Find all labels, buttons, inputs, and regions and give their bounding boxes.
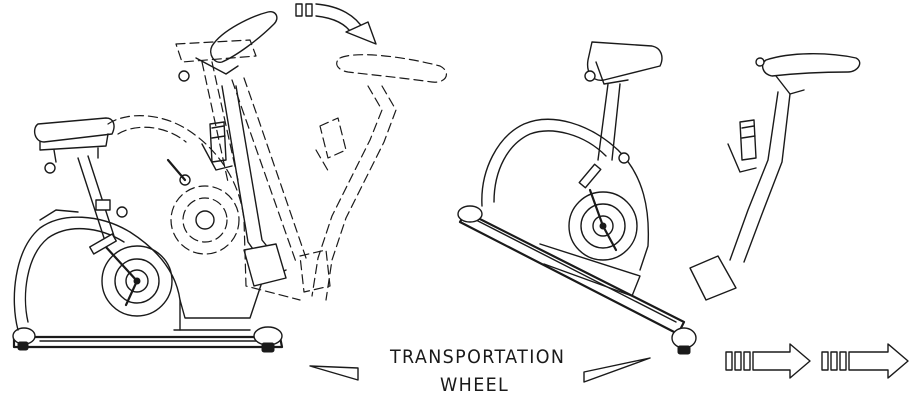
label-wheel: WHEEL (440, 374, 510, 396)
front-transport-wheel (253, 326, 283, 353)
bottle-left (201, 121, 233, 171)
bike-tilting-ghost (107, 39, 331, 301)
bike-upright (12, 10, 287, 353)
handlebar-left (178, 10, 278, 82)
seat-left (33, 117, 115, 174)
right-arrow-icon (821, 343, 909, 379)
bottle-right (727, 119, 757, 173)
pointer-right (583, 357, 651, 383)
rear-foot-right (457, 205, 483, 223)
bike-transport-position (457, 41, 861, 355)
bike-tilt-stage-2 (311, 54, 448, 301)
front-transport-wheel-right (671, 327, 697, 355)
right-arrow-icon (725, 343, 811, 379)
label-transportation: TRANSPORTATION (390, 346, 566, 368)
rear-foot (12, 327, 36, 351)
pointer-left (309, 365, 359, 381)
curved-arrow-icon (295, 3, 377, 45)
seat-right (584, 41, 663, 85)
handlebar-right (755, 53, 861, 95)
